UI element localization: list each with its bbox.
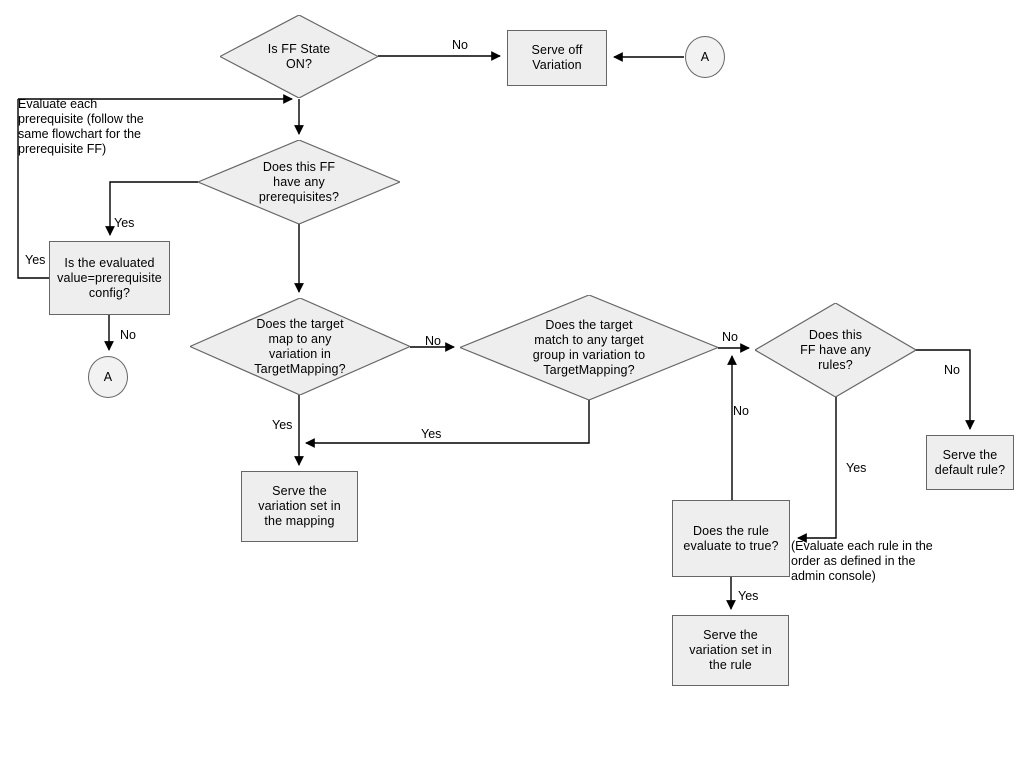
- edge-group-yes-merge: [305, 400, 590, 448]
- connector-a-bottom[interactable]: A: [88, 356, 128, 398]
- edge-rules-no-default: [916, 349, 975, 430]
- decision-target-map-to-variation[interactable]: Does the target map to any variation in …: [190, 298, 410, 395]
- diamond-shape-icon: [198, 140, 400, 224]
- process-label: Does the rule evaluate to true?: [683, 523, 779, 553]
- edge-prereq-yes: [105, 181, 198, 236]
- process-serve-variation-rule[interactable]: Serve the variation set in the rule: [672, 615, 789, 686]
- edge-label-target-group-no: No: [722, 330, 738, 344]
- note-rule-order: (Evaluate each rule in the order as defi…: [791, 539, 933, 583]
- diamond-shape-icon: [755, 303, 916, 397]
- connector-label: A: [103, 369, 113, 384]
- edge-label-target-map-yes: Yes: [272, 418, 293, 432]
- process-label: Serve off Variation: [531, 43, 583, 72]
- process-serve-off-variation[interactable]: Serve off Variation: [507, 30, 607, 86]
- connector-a-top[interactable]: A: [685, 36, 725, 78]
- diamond-shape-icon: [220, 15, 378, 98]
- note-prerequisite-evaluation: Evaluate each prerequisite (follow the s…: [18, 97, 144, 156]
- edge-label-rules-yes: Yes: [846, 461, 867, 475]
- decision-label: Does the target map to any variation in …: [254, 316, 346, 376]
- edge-label-target-map-no: No: [425, 334, 441, 348]
- decision-has-rules[interactable]: Does this FF have any rules?: [755, 303, 916, 397]
- edge-label-ff-state-no: No: [452, 38, 468, 52]
- decision-label: Does this FF have any prerequisites?: [258, 159, 340, 204]
- process-serve-variation-mapping[interactable]: Serve the variation set in the mapping: [241, 471, 358, 542]
- decision-label: Is FF State ON?: [267, 41, 331, 71]
- decision-has-prerequisites[interactable]: Does this FF have any prerequisites?: [198, 140, 400, 224]
- diamond-shape-icon: [190, 298, 410, 395]
- edge-label-prerequisite-config-yes: Yes: [25, 253, 46, 267]
- process-rule-evaluates-true[interactable]: Does the rule evaluate to true?: [672, 500, 790, 577]
- process-label: Serve the variation set in the mapping: [258, 484, 341, 528]
- connector-label: A: [700, 49, 710, 64]
- process-serve-default-rule[interactable]: Serve the default rule?: [926, 435, 1014, 490]
- edge-rules-yes-rule-eval: [797, 397, 837, 543]
- decision-is-ff-state-on[interactable]: Is FF State ON?: [220, 15, 378, 98]
- process-label: Serve the variation set in the rule: [689, 628, 772, 672]
- edge-label-rule-eval-yes: Yes: [738, 589, 759, 603]
- decision-label: Does this FF have any rules?: [800, 327, 871, 372]
- edge-label-rules-no: No: [944, 363, 960, 377]
- process-label: Is the evaluated value=prerequisite conf…: [57, 255, 162, 300]
- diamond-shape-icon: [460, 295, 718, 400]
- edge-prereq-eval-back: [17, 99, 49, 279]
- edge-label-prerequisite-config-no: No: [120, 328, 136, 342]
- process-prerequisite-value-check[interactable]: Is the evaluated value=prerequisite conf…: [49, 241, 170, 315]
- edge-label-prerequisites-yes: Yes: [114, 216, 135, 230]
- edge-label-target-group-yes: Yes: [421, 427, 442, 441]
- decision-target-match-group[interactable]: Does the target match to any target grou…: [460, 295, 718, 400]
- edge-label-rule-eval-no: No: [733, 404, 749, 418]
- decision-label: Does the target match to any target grou…: [532, 317, 646, 377]
- process-label: Serve the default rule?: [934, 447, 1006, 477]
